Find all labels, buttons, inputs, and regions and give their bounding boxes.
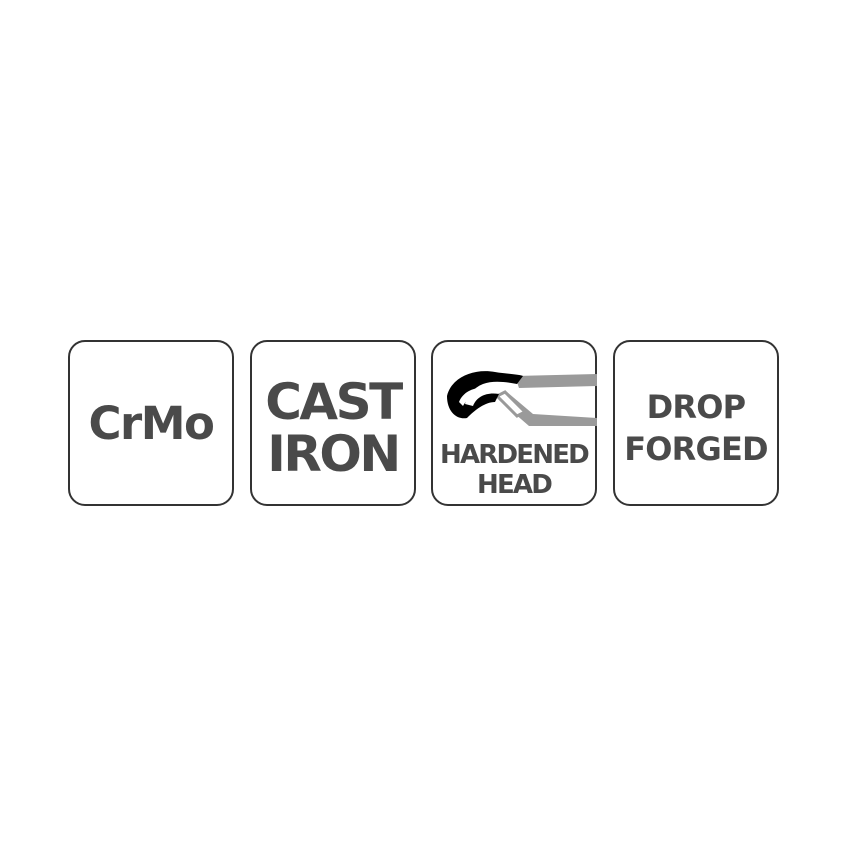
badge-cast-iron-line2: IRON bbox=[267, 425, 401, 483]
badge-hardened-line1: HARDENED bbox=[440, 440, 590, 470]
badge-cast-iron-label: CAST IRON bbox=[252, 376, 414, 480]
badge-drop-forged-line1: DROP bbox=[646, 388, 746, 426]
badge-drop-forged-label: DROP FORGED bbox=[615, 386, 777, 470]
badge-drop-forged-line2: FORGED bbox=[624, 430, 768, 468]
badge-hardened-head-label: HARDENED HEAD bbox=[433, 440, 595, 500]
badge-hardened-line2: HEAD bbox=[476, 470, 553, 500]
badge-crmo: CrMo bbox=[68, 340, 234, 506]
badge-cast-iron-line1: CAST bbox=[265, 373, 403, 431]
pliers-icon bbox=[447, 371, 597, 426]
badge-drop-forged: DROP FORGED bbox=[613, 340, 779, 506]
badge-hardened-head: HARDENED HEAD bbox=[431, 340, 597, 506]
badge-cast-iron: CAST IRON bbox=[250, 340, 416, 506]
feature-badge-row: CrMo CAST IRON HARDENED HEAD DROP FORGED bbox=[67, 340, 783, 510]
badge-crmo-label: CrMo bbox=[88, 397, 215, 450]
